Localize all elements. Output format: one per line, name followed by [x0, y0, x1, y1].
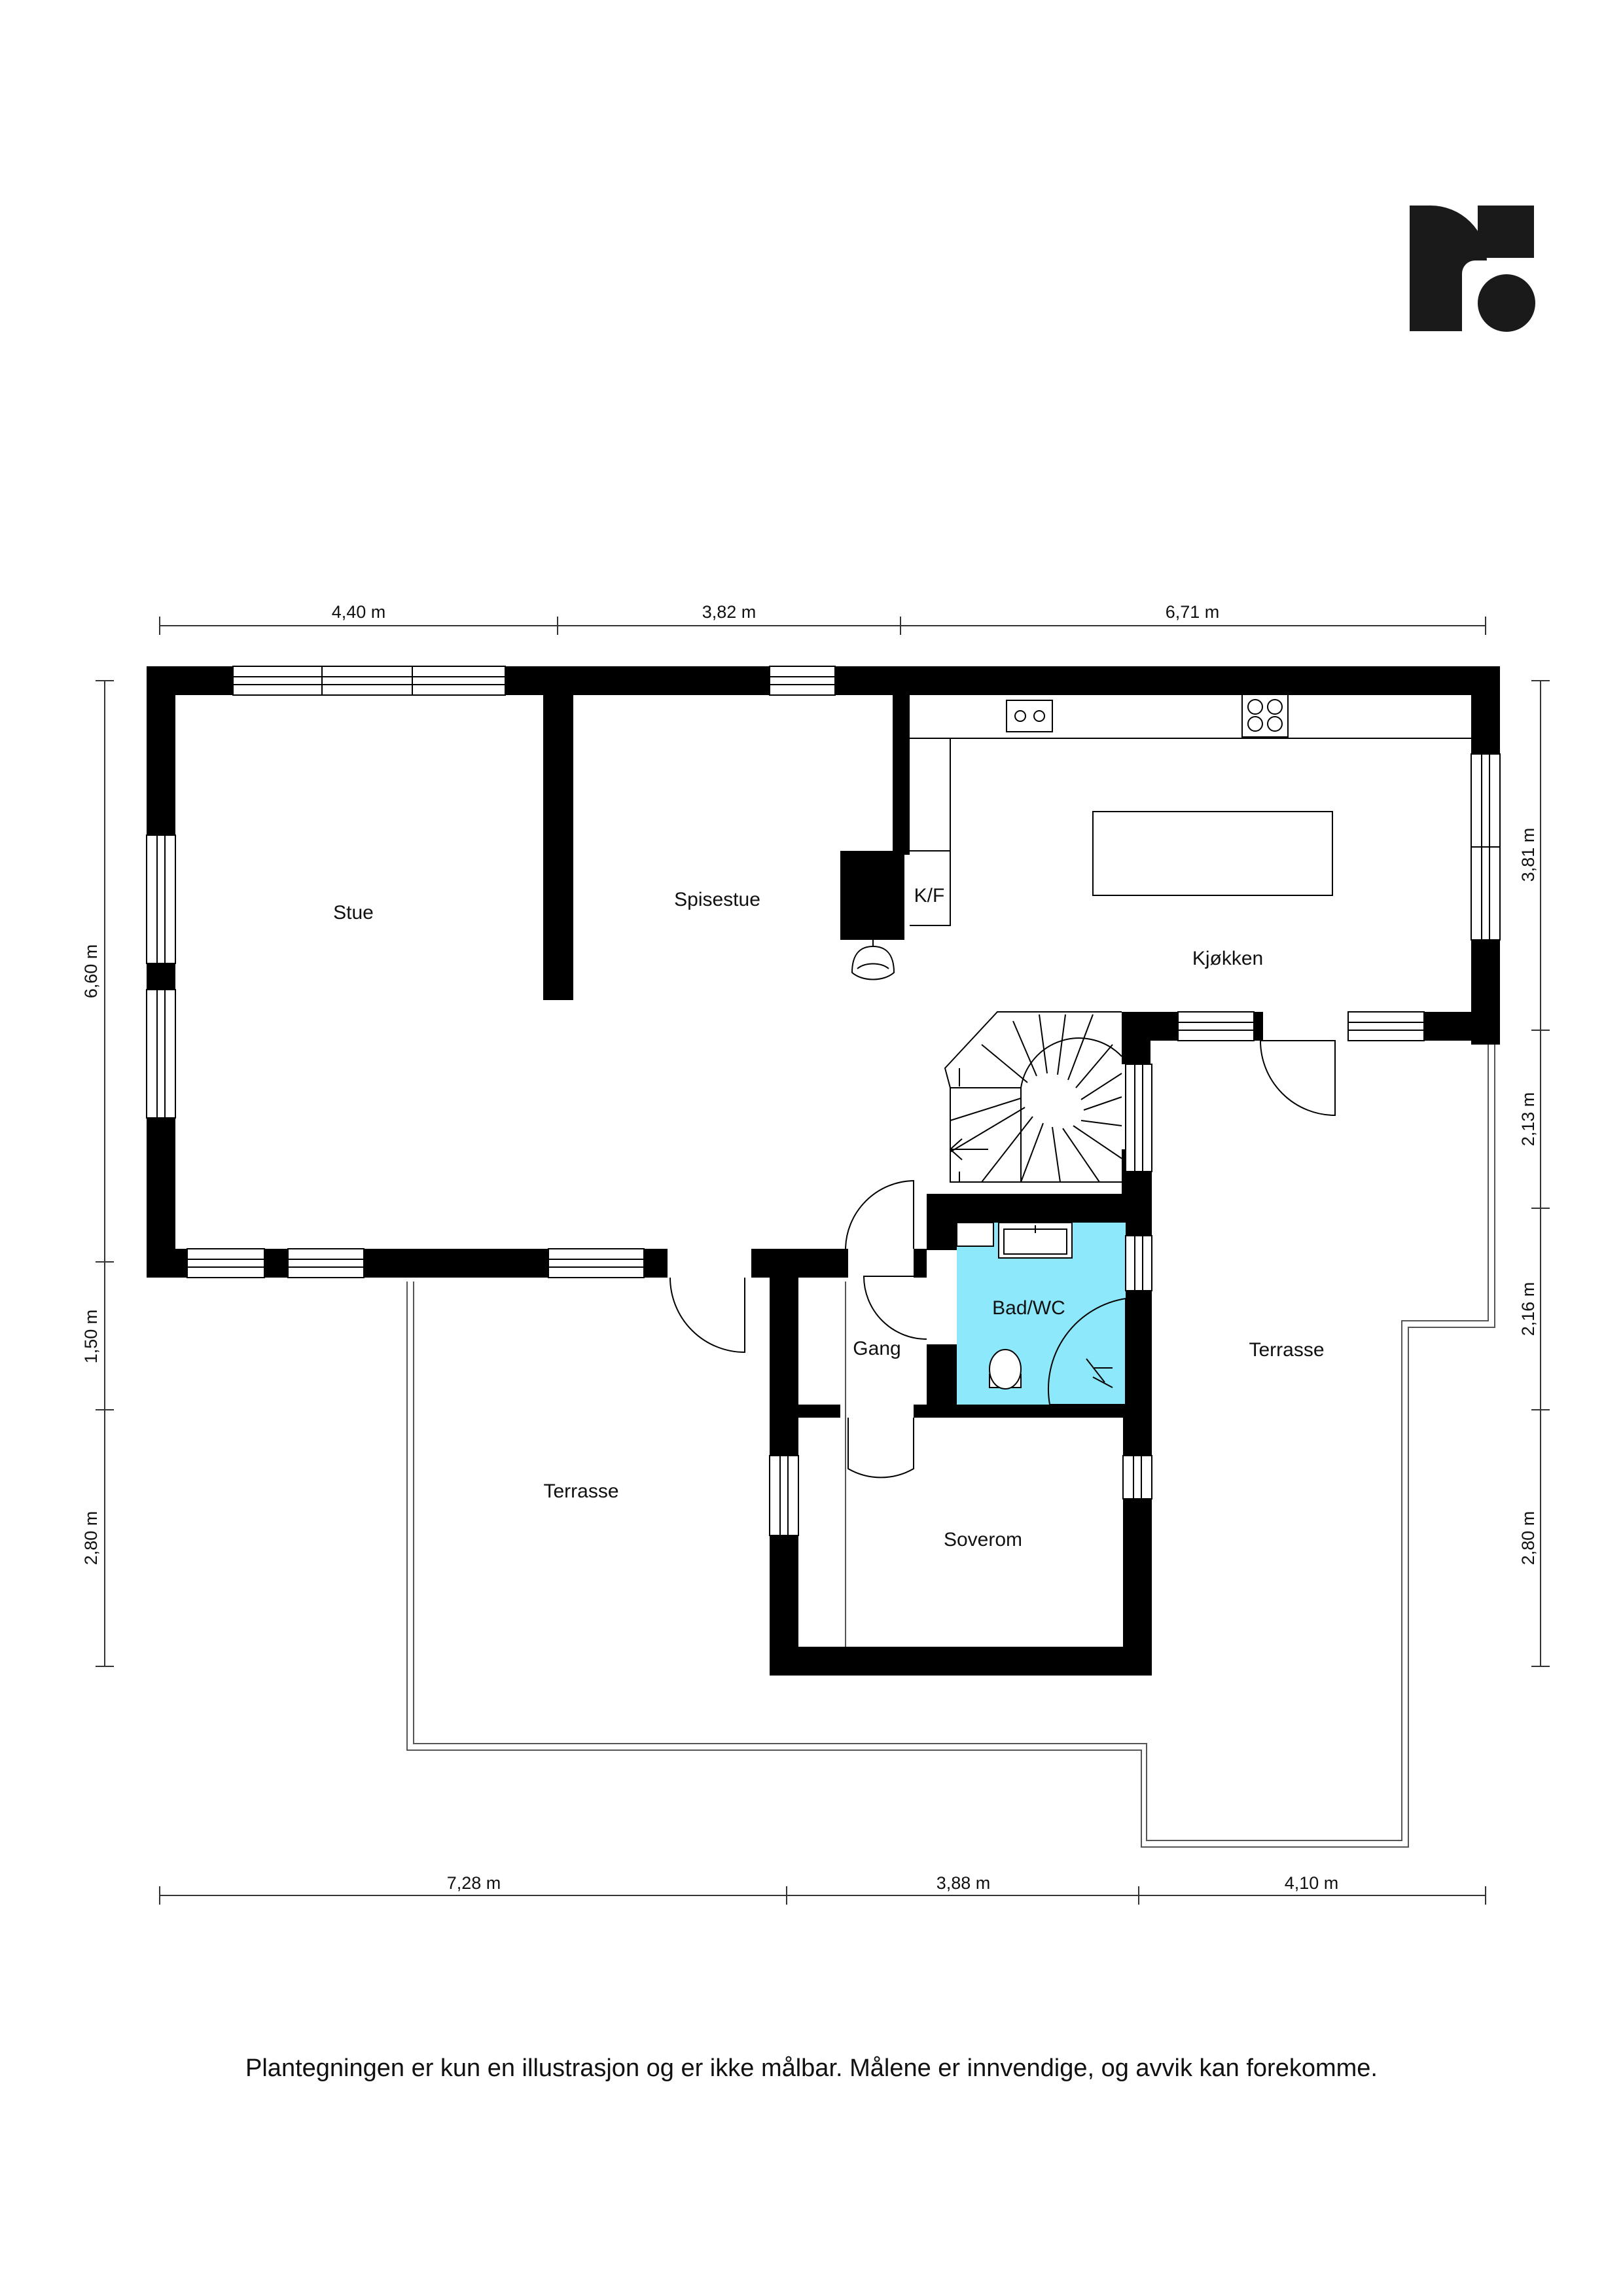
room-labels: Stue Spisestue K/F Kjøkken Bad/WC Gang T…: [333, 885, 1324, 1551]
room-label-kjokken: Kjøkken: [1192, 948, 1263, 969]
dimension-lines: [96, 617, 1550, 1905]
room-label-stue: Stue: [333, 902, 374, 924]
walls: [147, 666, 1500, 1676]
room-label-bad: Bad/WC: [992, 1297, 1065, 1319]
room-label-spisestue: Spisestue: [674, 889, 760, 910]
dim-bottom-3: 4,10 m: [1285, 1873, 1339, 1893]
disclaimer-text: Plantegningen er kun en illustrasjon og …: [245, 2054, 1378, 2082]
doors: [669, 1040, 1336, 1479]
room-label-gang: Gang: [853, 1338, 901, 1359]
room-label-terrasse-left: Terrasse: [543, 1480, 618, 1502]
dim-left-3: 2,80 m: [81, 1511, 101, 1566]
dimension-labels: 4,40 m 3,82 m 6,71 m 7,28 m 3,88 m 4,10 …: [81, 602, 1538, 1893]
bathroom-fixtures: [956, 1222, 1113, 1390]
room-label-soverom: Soverom: [944, 1529, 1022, 1551]
dim-right-4: 2,80 m: [1518, 1511, 1538, 1566]
dim-left-2: 1,50 m: [81, 1310, 101, 1364]
dim-bottom-1: 7,28 m: [447, 1873, 501, 1893]
windows: [146, 666, 1501, 1536]
dim-right-3: 2,16 m: [1518, 1282, 1538, 1336]
room-label-terrasse-right: Terrasse: [1249, 1339, 1324, 1361]
brand-logo: [1410, 206, 1535, 332]
dim-right-1: 3,81 m: [1518, 828, 1538, 882]
dim-top-3: 6,71 m: [1166, 602, 1220, 622]
staircase: [944, 1011, 1122, 1183]
room-label-kf: K/F: [914, 885, 945, 906]
dim-right-2: 2,13 m: [1518, 1092, 1538, 1147]
dim-top-1: 4,40 m: [332, 602, 386, 622]
dim-top-2: 3,82 m: [702, 602, 757, 622]
dim-bottom-2: 3,88 m: [936, 1873, 991, 1893]
dim-left-1: 6,60 m: [81, 944, 101, 999]
terrace-outline: [406, 1045, 1495, 1848]
kitchen-fixtures: [851, 693, 1471, 980]
